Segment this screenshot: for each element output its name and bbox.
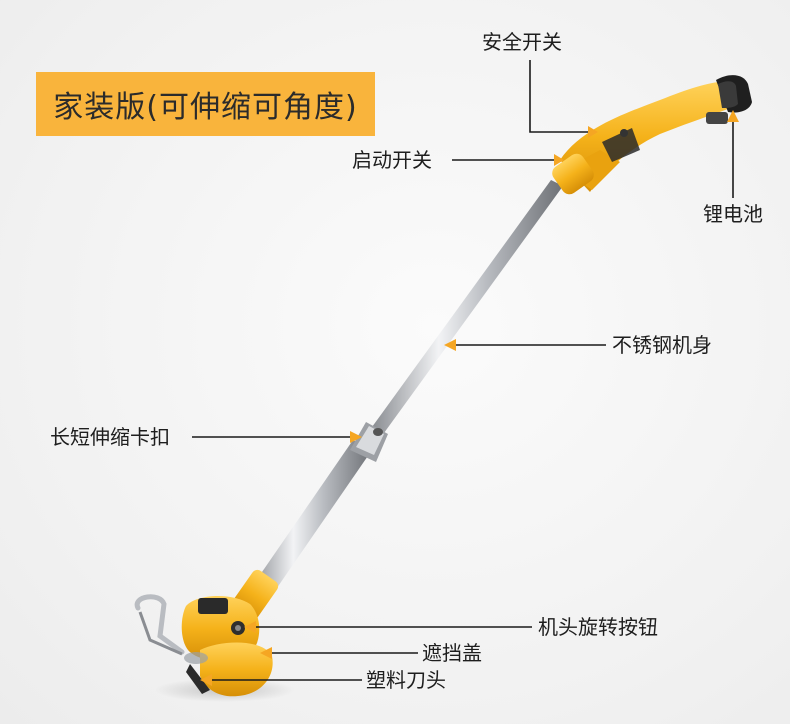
upper-tube — [372, 180, 563, 433]
trimmer-head — [134, 569, 279, 697]
label-safety-switch: 安全开关 — [482, 30, 562, 54]
arrow-body — [444, 339, 456, 351]
label-guard-cover: 遮挡盖 — [422, 641, 482, 665]
label-stainless-body: 不锈钢机身 — [612, 333, 712, 357]
battery — [706, 75, 752, 124]
arrow-safety-switch — [588, 126, 598, 138]
title-banner: 家装版(可伸缩可角度) — [36, 72, 375, 136]
label-head-rotate-button: 机头旋转按钮 — [538, 615, 658, 639]
page-title: 家装版(可伸缩可角度) — [53, 90, 358, 125]
arrow-start-switch — [554, 154, 564, 166]
lower-tube — [251, 440, 372, 598]
label-start-switch: 启动开关 — [352, 148, 432, 172]
telescopic-clip — [350, 422, 388, 462]
label-lithium-battery: 锂电池 — [703, 202, 763, 226]
handle — [552, 81, 740, 195]
arrow-rotate-button — [244, 621, 256, 633]
label-telescopic-clip: 长短伸缩卡扣 — [50, 425, 170, 449]
label-plastic-blade: 塑料刀头 — [366, 668, 446, 692]
arrow-clip — [350, 431, 362, 443]
arrow-battery — [727, 110, 739, 122]
leader-lines — [192, 60, 734, 681]
arrow-guard — [260, 647, 272, 659]
arrow-blade — [200, 674, 212, 686]
arrow-heads — [200, 110, 739, 686]
